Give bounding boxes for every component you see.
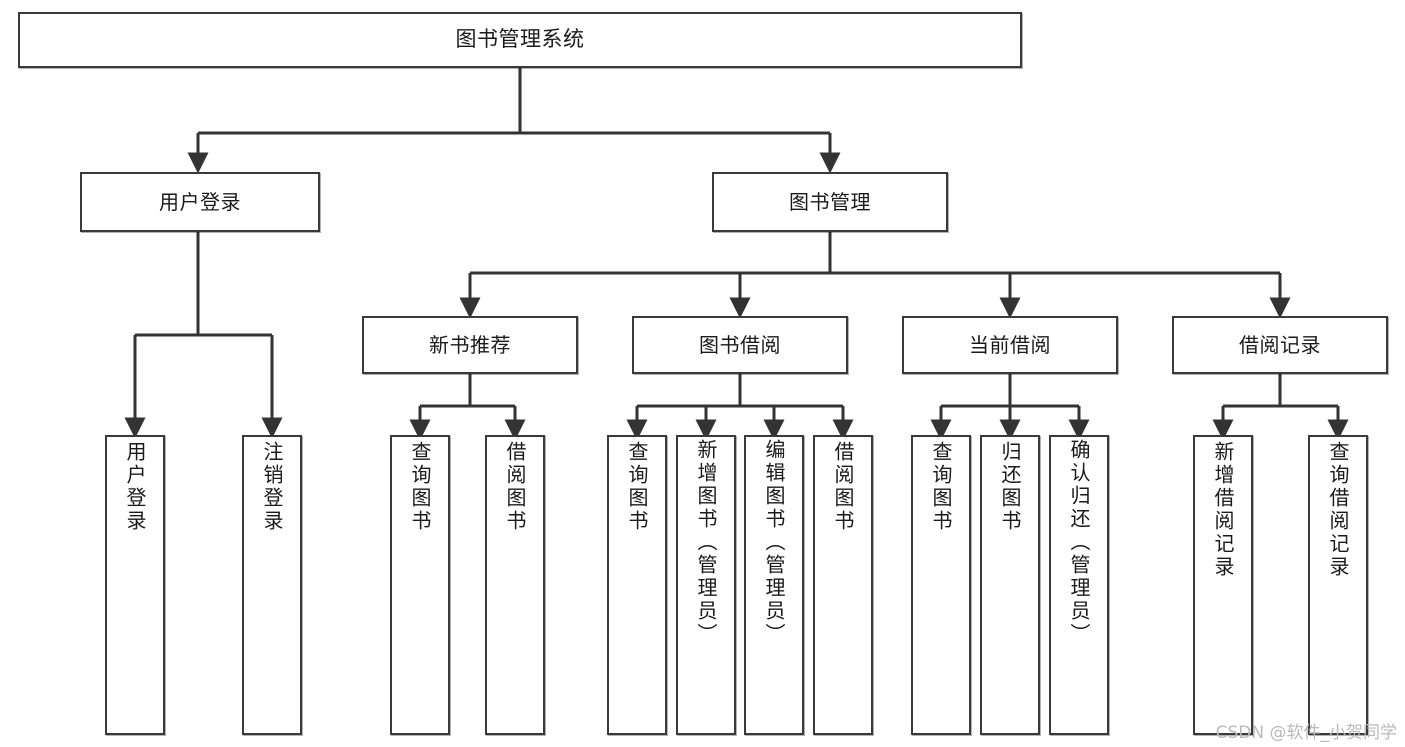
node-book-borrow[interactable]: 图书借阅 bbox=[632, 316, 848, 374]
leaf-add-record[interactable]: 新增借阅记录 bbox=[1193, 435, 1253, 735]
node-current-borrow[interactable]: 当前借阅 bbox=[902, 316, 1118, 374]
leaf-query-book-2[interactable]: 查询图书 bbox=[607, 435, 667, 735]
leaf-edit-book[interactable]: 编辑图书（管理员） bbox=[744, 435, 804, 735]
node-borrow-record[interactable]: 借阅记录 bbox=[1172, 316, 1388, 374]
node-user-login[interactable]: 用户登录 bbox=[80, 172, 320, 232]
leaf-add-book[interactable]: 新增图书（管理员） bbox=[676, 435, 736, 735]
leaf-user-login[interactable]: 用户登录 bbox=[105, 435, 165, 735]
node-book-manage[interactable]: 图书管理 bbox=[712, 172, 948, 232]
node-root[interactable]: 图书管理系统 bbox=[18, 12, 1022, 68]
watermark: CSDN @软件_小贺同学 bbox=[1215, 723, 1397, 743]
leaf-user-logout[interactable]: 注销登录 bbox=[242, 435, 302, 735]
leaf-borrow-book-2[interactable]: 借阅图书 bbox=[813, 435, 873, 735]
leaf-query-record[interactable]: 查询借阅记录 bbox=[1308, 435, 1368, 735]
node-new-book-recommend[interactable]: 新书推荐 bbox=[362, 316, 578, 374]
leaf-query-book-1[interactable]: 查询图书 bbox=[390, 435, 450, 735]
leaf-confirm-return[interactable]: 确认归还（管理员） bbox=[1049, 435, 1109, 735]
leaf-query-book-3[interactable]: 查询图书 bbox=[911, 435, 971, 735]
leaf-return-book[interactable]: 归还图书 bbox=[980, 435, 1040, 735]
leaf-borrow-book-1[interactable]: 借阅图书 bbox=[485, 435, 545, 735]
